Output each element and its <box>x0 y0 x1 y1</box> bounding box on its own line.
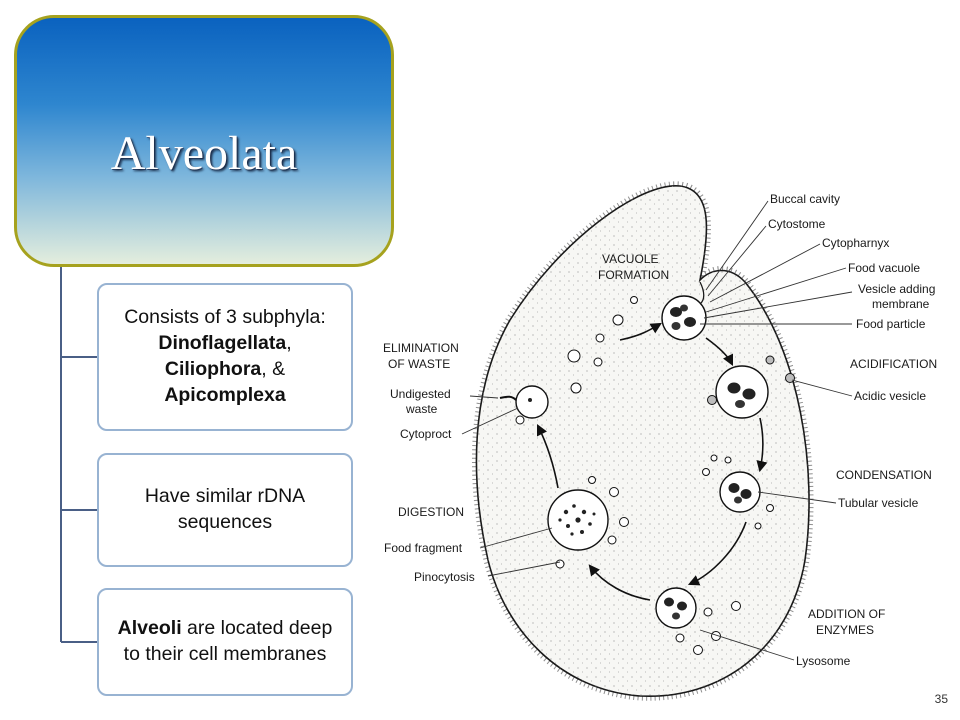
label-tubular-vesicle: Tubular vesicle <box>838 496 919 510</box>
stage-elimination-line1: ELIMINATION <box>383 341 459 355</box>
page-number: 35 <box>934 692 948 706</box>
label-undigested-line2: waste <box>405 402 438 416</box>
subphylum-ciliophora: Ciliophora <box>164 358 262 380</box>
label-vesicle-adding-line1: Vesicle adding <box>858 282 935 296</box>
vacuole-enzymes <box>655 587 741 655</box>
stage-elimination-line2: OF WASTE <box>388 357 450 371</box>
point-rdna-text: Have similar rDNA sequences <box>144 485 306 533</box>
slide-title: Alveolata <box>110 127 298 180</box>
label-cytoproct: Cytoproct <box>400 427 452 441</box>
stage-vacuole-formation-line1: VACUOLE <box>602 252 658 266</box>
subphylum-apicomplexa: Apicomplexa <box>164 383 286 406</box>
label-acidic-vesicle: Acidic vesicle <box>854 389 926 403</box>
separator-comma: , <box>286 332 292 355</box>
point-alveoli: Alveoli are located deep to their cell m… <box>97 588 353 696</box>
separator-and: , & <box>261 358 286 380</box>
point-rdna: Have similar rDNA sequences <box>97 453 353 567</box>
subphylum-dinoflagellata: Dinoflagellata <box>158 332 287 355</box>
vacuole-condensation <box>702 454 774 530</box>
label-vesicle-adding-line2: membrane <box>872 297 930 311</box>
point-subphyla-intro: Consists of 3 subphyla: <box>124 306 326 329</box>
label-undigested-line1: Undigested <box>390 387 451 401</box>
label-food-fragment: Food fragment <box>384 541 463 555</box>
label-pinocytosis: Pinocytosis <box>414 570 475 584</box>
stage-condensation: CONDENSATION <box>836 468 932 482</box>
point-alveoli-bold: Alveoli <box>117 617 182 640</box>
title-box: Alveolata <box>14 15 394 267</box>
label-food-particle: Food particle <box>856 317 926 331</box>
label-cytostome: Cytostome <box>768 217 826 231</box>
label-cytopharynx: Cytopharnyx <box>822 236 889 250</box>
vacuole-digestion <box>547 476 629 569</box>
stage-vacuole-formation-line2: FORMATION <box>598 268 669 282</box>
stage-addition-line2: ENZYMES <box>816 623 874 637</box>
stage-addition-line1: ADDITION OF <box>808 607 885 621</box>
label-buccal-cavity: Buccal cavity <box>770 192 840 206</box>
point-alveoli-rest: are located deep to their cell membranes <box>123 617 333 665</box>
label-lysosome: Lysosome <box>796 654 851 668</box>
stage-acidification: ACIDIFICATION <box>850 357 937 371</box>
paramecium-digestion-diagram: VACUOLE FORMATION ELIMINATION OF WASTE A… <box>383 181 937 701</box>
vacuole-elimination <box>499 296 638 425</box>
stage-digestion: DIGESTION <box>398 505 464 519</box>
label-food-vacuole: Food vacuole <box>848 261 920 275</box>
point-subphyla: Consists of 3 subphyla: Dinoflagellata , … <box>97 283 353 431</box>
vacuole-formation <box>661 295 707 341</box>
